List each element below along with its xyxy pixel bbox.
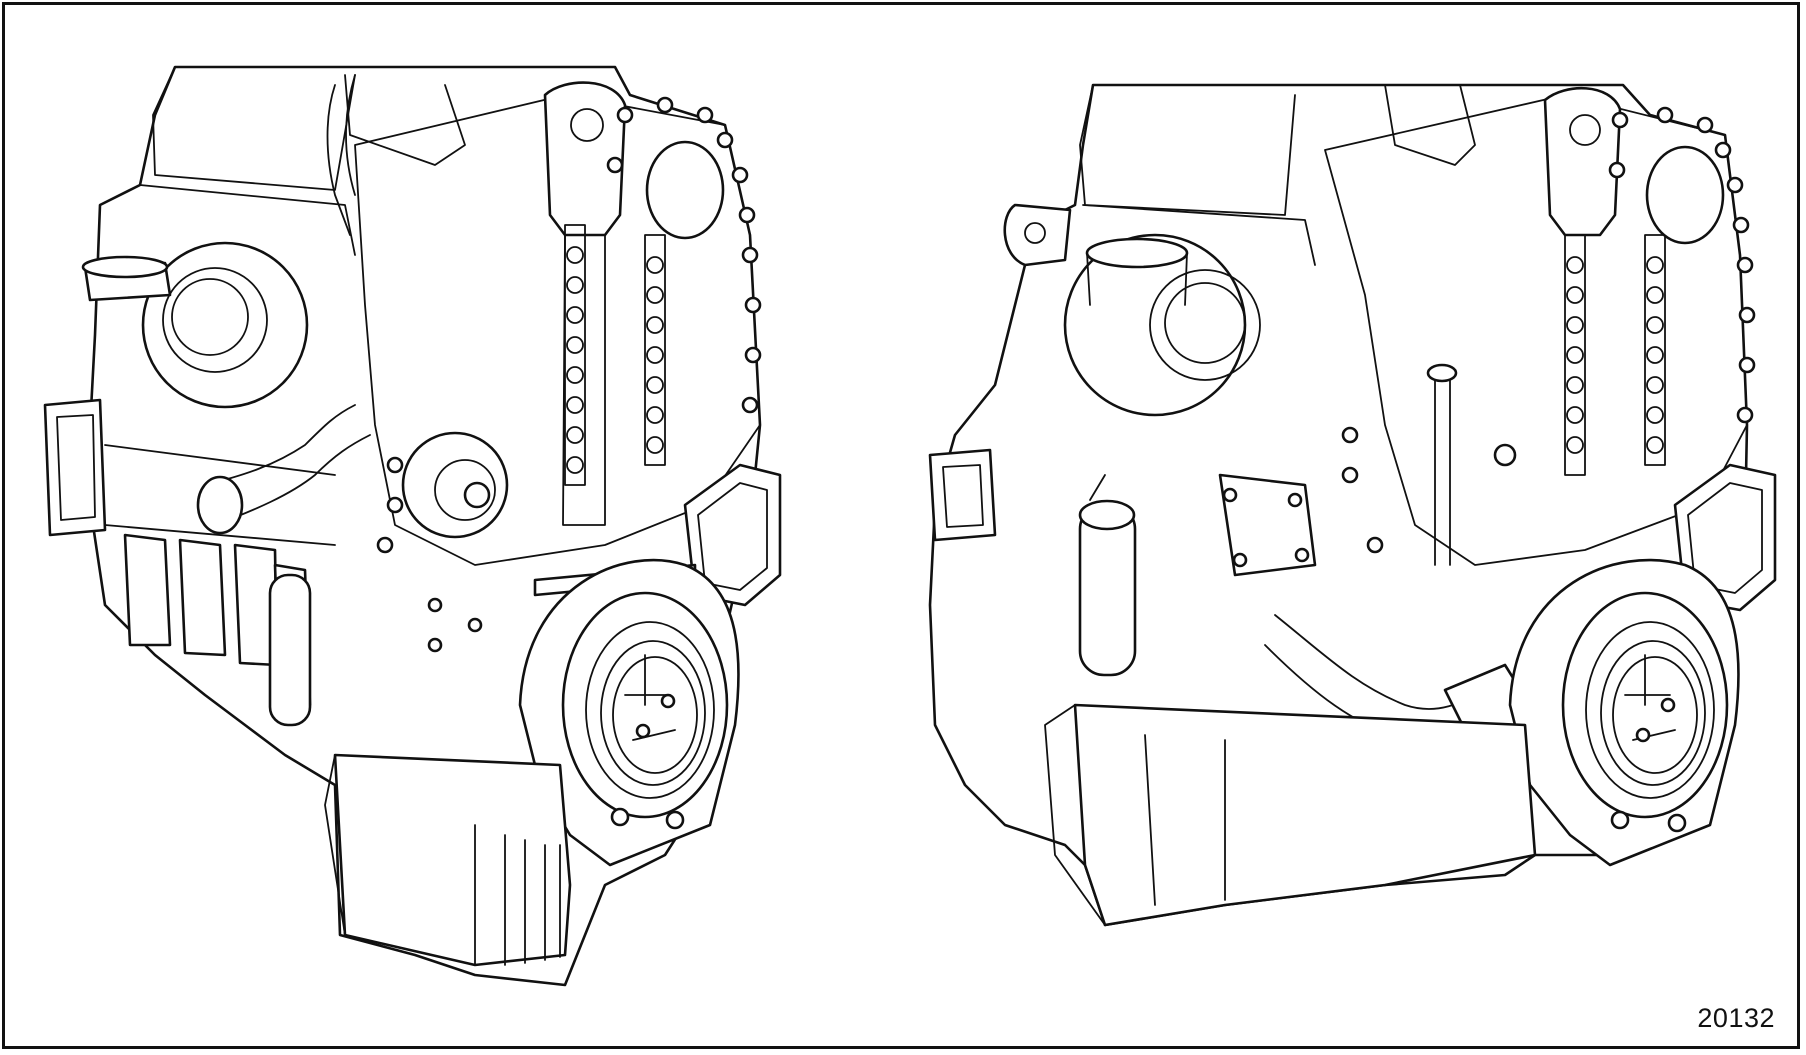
engine-illustration-right (928, 83, 1777, 927)
coolant-pipe (204, 404, 356, 486)
figure-number: 20132 (1697, 1003, 1775, 1033)
front-bracket (1543, 87, 1622, 237)
exhaust-flange (43, 398, 107, 537)
perimeter-bolts (606, 96, 762, 414)
valve-cover (152, 66, 356, 191)
water-pump (401, 431, 509, 539)
oil-pan (333, 753, 572, 967)
bolt-strip (1564, 234, 1666, 476)
bolt-strip (564, 224, 666, 486)
perimeter-bolts (1608, 106, 1756, 424)
fuel-filter (1078, 503, 1137, 677)
turbocharger-housing (141, 241, 309, 409)
intake-pipe (326, 84, 351, 236)
fuel-filter (268, 573, 312, 727)
oil-pan (1073, 703, 1537, 927)
front-cover (354, 94, 761, 566)
figure-art (43, 65, 1777, 987)
turbo-inlet (1085, 237, 1189, 269)
engine-illustration-left (43, 65, 782, 987)
